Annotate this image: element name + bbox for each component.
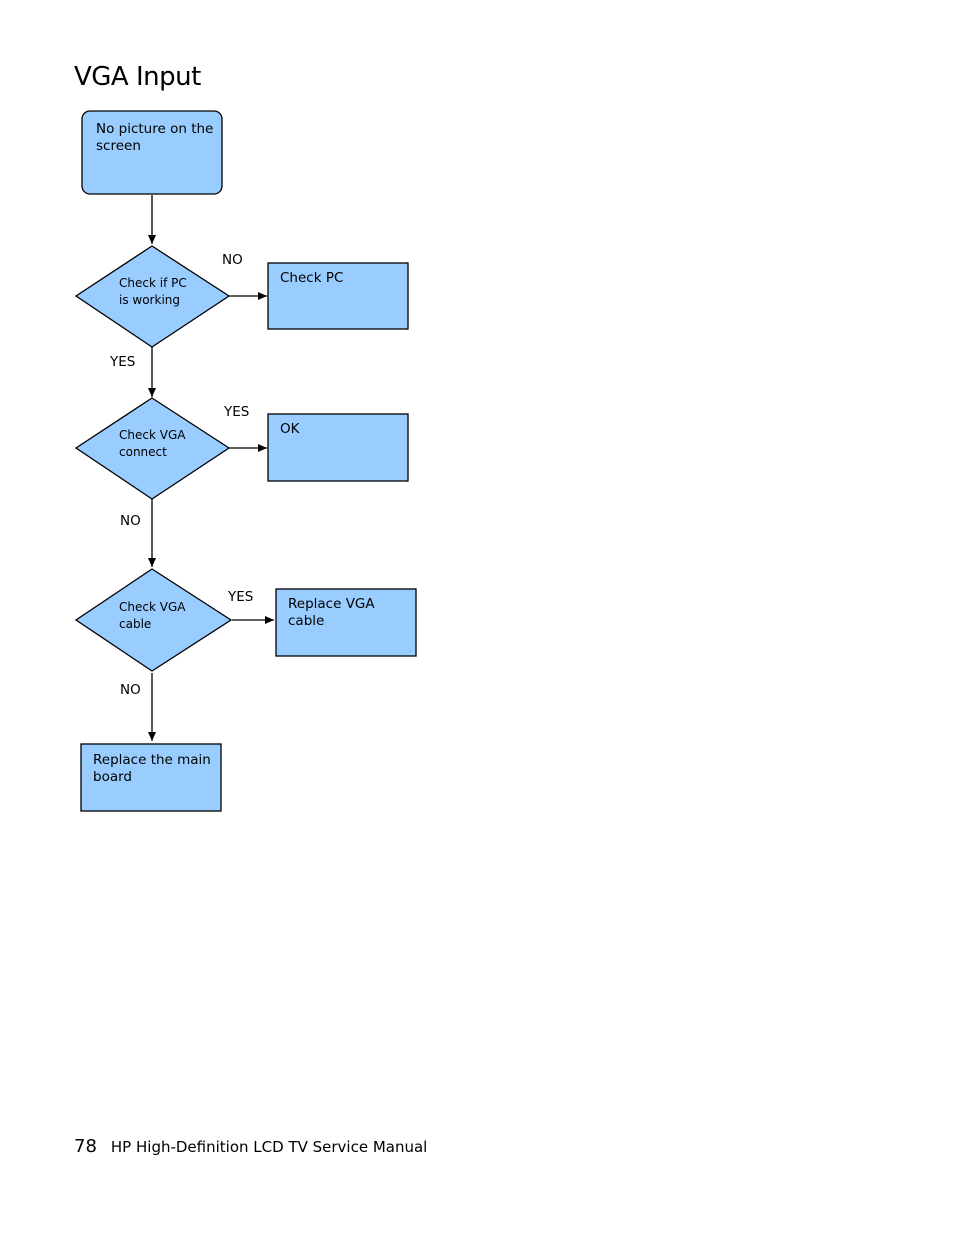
start-label: No picture on the screen [96, 121, 218, 154]
check-pc-box [267, 262, 409, 330]
replace-vga-cable-label: Replace VGA cable [288, 596, 379, 629]
edge-label-pc-no: NO [222, 252, 243, 268]
decision-vga-cable-label: Check VGA cable [119, 600, 189, 631]
ok-label: OK [280, 421, 301, 437]
decision-vga-connect [74, 397, 231, 500]
ok-box [267, 413, 409, 482]
edge-label-connect-yes: YES [223, 404, 249, 420]
decision-pc-working [74, 245, 231, 348]
edge-label-connect-no: NO [120, 513, 141, 529]
start-box [81, 110, 223, 195]
page-title: VGA Input [74, 62, 201, 92]
replace-main-board-label: Replace the main board [93, 752, 215, 785]
replace-main-board-box [80, 743, 222, 812]
decision-vga-connect-label: Check VGA connect [119, 428, 189, 459]
page-footer: 78 HP High-Definition LCD TV Service Manu… [74, 1136, 427, 1157]
decision-pc-working-label: Check if PC is working [119, 276, 191, 307]
page-number: 78 [74, 1136, 97, 1157]
decision-vga-cable [74, 568, 233, 672]
manual-title: HP High-Definition LCD TV Service Manual [110, 1138, 428, 1156]
edge-label-pc-yes: YES [109, 354, 135, 370]
edge-label-cable-yes: YES [227, 589, 253, 605]
edge-label-cable-no: NO [120, 682, 141, 698]
check-pc-label: Check PC [280, 270, 343, 286]
replace-vga-cable-box [275, 588, 417, 657]
